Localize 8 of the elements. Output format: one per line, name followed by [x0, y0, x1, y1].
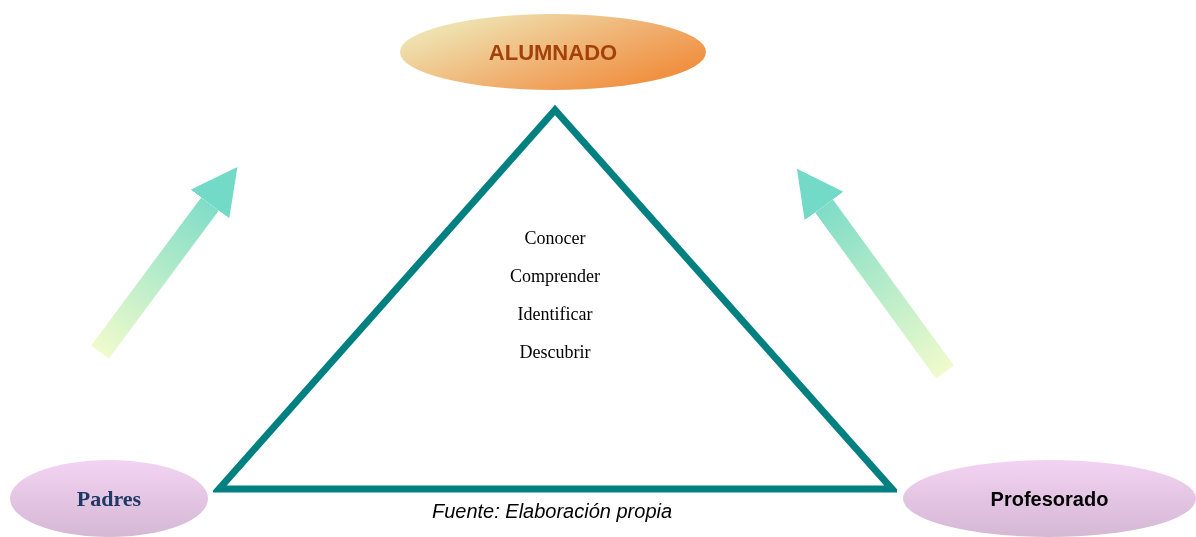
ellipse-node: Padres — [10, 460, 208, 537]
verb-text: Identificar — [517, 303, 593, 325]
caption: Fuente: Elaboración propia — [430, 499, 674, 524]
verb-text: Descubrir — [519, 341, 591, 363]
ellipse-node: ALUMNADO — [400, 14, 706, 90]
ellipse-node: Profesorado — [903, 460, 1196, 537]
verb-text: Comprender — [510, 265, 600, 287]
verb-text: Conocer — [524, 227, 586, 249]
